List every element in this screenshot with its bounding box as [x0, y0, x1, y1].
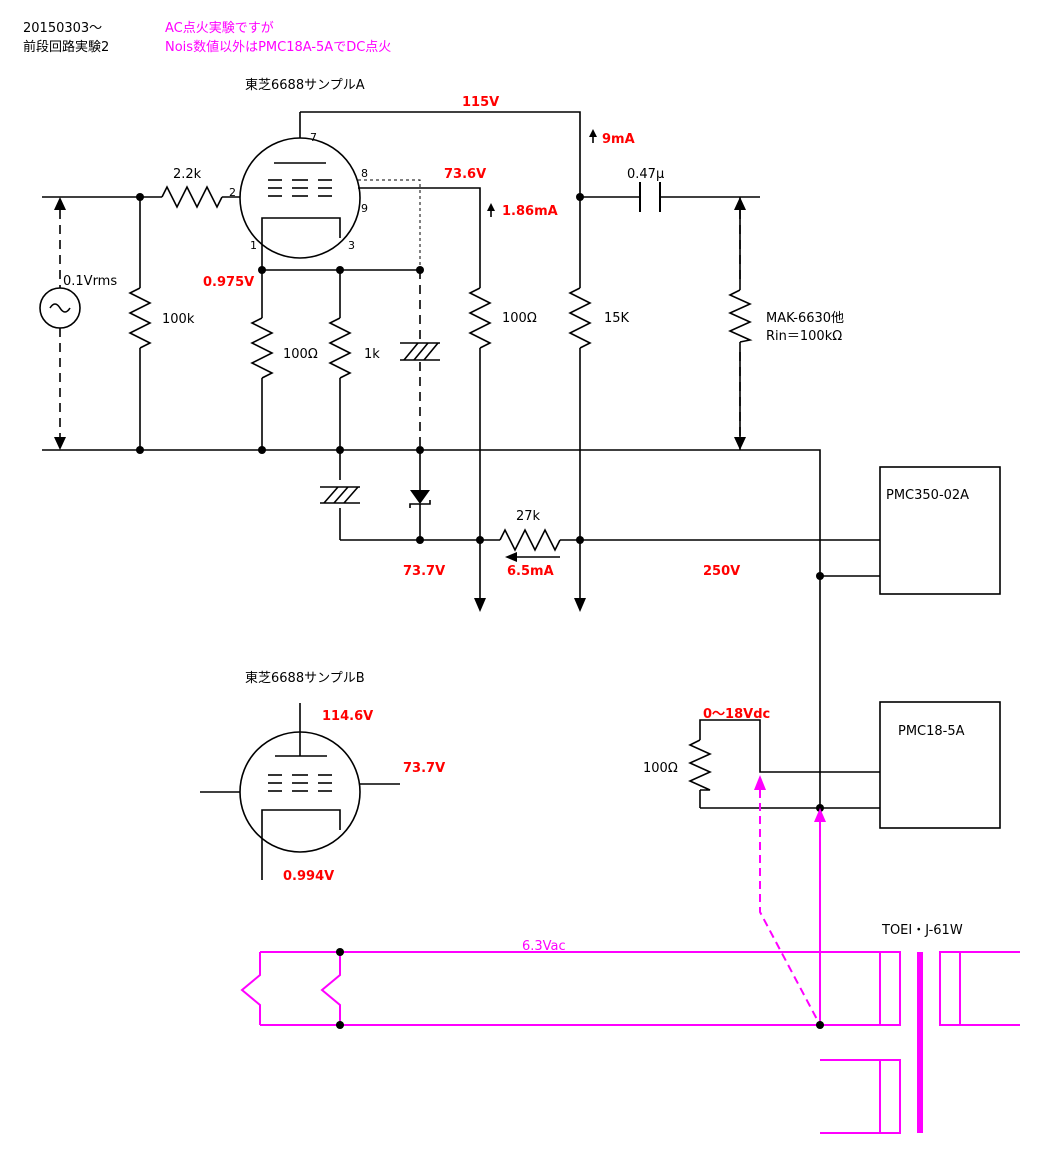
meas-i-screen: 1.86mA	[502, 204, 558, 219]
supply-hv-label: PMC350-02A	[886, 488, 969, 503]
resistor-cathode-100ohm	[250, 317, 274, 379]
meas-v-plate: 115V	[462, 95, 499, 110]
meas-b-screen: 73.7V	[403, 761, 445, 776]
resistor-27k	[499, 528, 561, 552]
header-title: 前段回路実験2	[23, 39, 109, 55]
label-r-grid: 2.2k	[173, 167, 202, 182]
meas-fil-range: 0～18Vdc	[703, 707, 770, 722]
label-cap: 0.47μ	[627, 167, 664, 182]
bypass-cap-icon	[400, 342, 440, 361]
tube-a-pin-7: 7	[310, 131, 317, 144]
label-source: 0.1Vrms	[63, 274, 117, 289]
supply-filament-box	[879, 701, 1001, 829]
tube-a-symbol	[239, 112, 361, 259]
meas-i-series: 6.5mA	[507, 564, 554, 579]
label-r-cathode-b: 1k	[364, 347, 380, 362]
header-note-1: AC点火実験ですが	[165, 20, 274, 36]
tube-b-label: 東芝6688サンプルB	[245, 670, 365, 686]
label-r-plate: 15K	[604, 311, 630, 326]
resistor-load	[728, 289, 753, 343]
tube-b-symbol	[200, 703, 400, 880]
header-note-2: Nois数値以外はPMC18A-5AでDC点火	[165, 39, 391, 55]
capacitor-icon	[639, 182, 661, 212]
tube-a-pin-1: 1	[250, 239, 257, 252]
supply-filament-label: PMC18-5A	[898, 724, 965, 739]
label-r-filament: 100Ω	[643, 761, 678, 776]
resistor-grid	[161, 185, 223, 209]
tube-a-pin-2: 2	[229, 186, 236, 199]
tube-a-pin-9: 9	[361, 202, 368, 215]
label-r-input: 100k	[162, 312, 195, 327]
zener-diode-icon	[409, 490, 431, 508]
tube-a-pin-8: 8	[361, 167, 368, 180]
arrow-heads	[54, 129, 746, 612]
label-r-screen: 100Ω	[502, 311, 537, 326]
dashed-wires	[59, 179, 741, 450]
resistor-15k	[568, 287, 592, 349]
meas-v-supply: 250V	[703, 564, 740, 579]
meas-v-screen: 73.6V	[444, 167, 486, 182]
resistor-screen-100ohm	[468, 287, 492, 349]
led-bias-cap-icon	[320, 486, 360, 504]
label-r-series: 27k	[516, 509, 541, 524]
transformer-label: TOEI・J-61W	[881, 923, 963, 938]
tube-a-label: 東芝6688サンプルA	[245, 77, 365, 93]
meas-fil-ac: 6.3Vac	[522, 939, 566, 954]
meas-b-plate: 114.6V	[322, 709, 373, 724]
header-date: 20150303～	[23, 21, 102, 36]
meas-i-plate: 9mA	[602, 132, 635, 147]
heater-dots	[336, 948, 824, 1029]
resistor-filament-100ohm	[688, 739, 712, 791]
supply-hv-box	[879, 466, 1001, 595]
label-load-2: Rin＝100kΩ	[766, 329, 842, 344]
meas-v-cathode: 0.975V	[203, 275, 254, 290]
resistor-100k	[128, 287, 152, 349]
label-load-1: MAK-6630他	[766, 311, 844, 326]
ac-source-icon	[39, 287, 81, 329]
circuit-wires	[42, 111, 880, 809]
label-r-cathode-a: 100Ω	[283, 347, 318, 362]
heater-wires	[240, 775, 1020, 1134]
meas-v-zener: 73.7V	[403, 564, 445, 579]
resistor-1k	[328, 317, 352, 379]
meas-b-cathode: 0.994V	[283, 869, 334, 884]
tube-a-pin-3: 3	[348, 239, 355, 252]
